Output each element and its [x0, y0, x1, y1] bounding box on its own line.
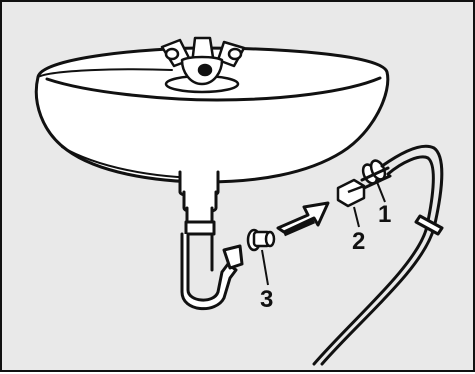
leader-lines [261, 181, 386, 286]
nut-icon [336, 178, 366, 208]
screw-cap-icon [246, 228, 276, 252]
tap-icon [160, 36, 246, 94]
label-1: 1 [378, 201, 391, 228]
sink-icon [34, 46, 390, 184]
siphon-icon [178, 170, 244, 311]
label-2: 2 [352, 228, 365, 255]
arrow-icon [276, 201, 330, 237]
washer-icon [361, 159, 387, 185]
label-3: 3 [260, 286, 273, 313]
